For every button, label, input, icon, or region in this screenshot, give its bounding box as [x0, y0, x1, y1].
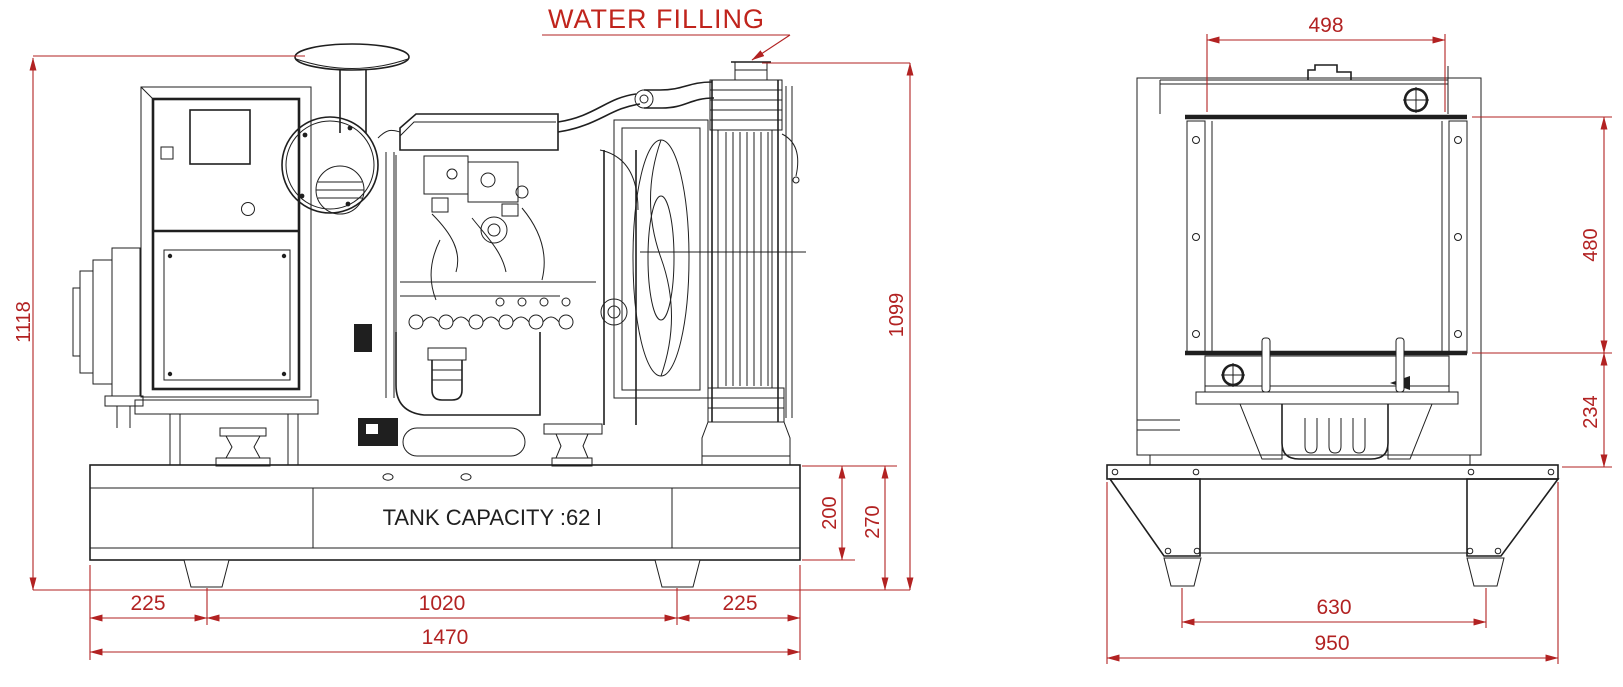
- bolt-icon: [1221, 363, 1245, 387]
- fuel-filter: [480, 216, 508, 244]
- dim-radiator-height: 1099: [886, 293, 908, 338]
- panel-screen: [189, 109, 251, 165]
- front-view-dimensions: 1118 1099 200 270 225 1020 225 1470: [13, 55, 914, 660]
- foot: [183, 559, 230, 588]
- dim-base-height: 270: [862, 505, 884, 538]
- heat-shield: [402, 427, 526, 457]
- radiator-assembly: [613, 61, 806, 465]
- oil-filter: [431, 360, 463, 401]
- water-filling-label: WATER FILLING: [548, 4, 765, 34]
- dim-side-foot-spacing: 630: [1316, 596, 1351, 619]
- water-filling-callout: WATER FILLING: [542, 4, 791, 61]
- panel-button: [160, 146, 174, 160]
- dim-radiator-core-height: 480: [1580, 228, 1602, 261]
- dim-overall-width: 950: [1314, 632, 1349, 655]
- dim-tank-height: 200: [819, 496, 841, 529]
- dim-left-foot-offset: 225: [130, 592, 165, 615]
- tank-capacity-label: TANK CAPACITY :62 l: [383, 505, 602, 530]
- dim-foot-spacing: 1020: [419, 592, 466, 615]
- side-view-dimensions: 498 480 234 630 950: [1106, 14, 1612, 664]
- filler-cap: [1307, 64, 1352, 80]
- foot: [1466, 557, 1505, 587]
- alternator: [72, 247, 144, 428]
- dim-lower-section-height: 234: [1580, 395, 1602, 428]
- dim-radiator-width: 498: [1308, 14, 1343, 37]
- bolt-icon: [1403, 87, 1429, 113]
- front-view: TANK CAPACITY :62 l WATER FILLING 1118 1…: [13, 4, 914, 660]
- dim-right-foot-offset: 225: [722, 592, 757, 615]
- leader-arrow: [751, 34, 791, 61]
- control-panel: [134, 86, 319, 466]
- base-frame-end: [1106, 464, 1560, 587]
- radiator-cap: [734, 61, 768, 81]
- radiator-front: [1159, 64, 1468, 405]
- base-frame: TANK CAPACITY :62 l: [89, 464, 801, 588]
- foot: [1163, 557, 1202, 587]
- foot: [654, 559, 701, 588]
- panel-knob: [241, 202, 255, 216]
- radiator-bottom-tank: [707, 387, 785, 423]
- engine-silhouette: [1136, 77, 1482, 465]
- vibration-mounts: [215, 423, 603, 467]
- dim-overall-height: 1118: [13, 301, 35, 343]
- engine: [354, 81, 715, 457]
- air-cleaner: [281, 116, 379, 215]
- dim-overall-length: 1470: [422, 626, 469, 649]
- radiator-top-tank: [709, 79, 783, 131]
- side-view: 498 480 234 630 950: [1106, 14, 1612, 664]
- oil-pan: [1239, 403, 1433, 460]
